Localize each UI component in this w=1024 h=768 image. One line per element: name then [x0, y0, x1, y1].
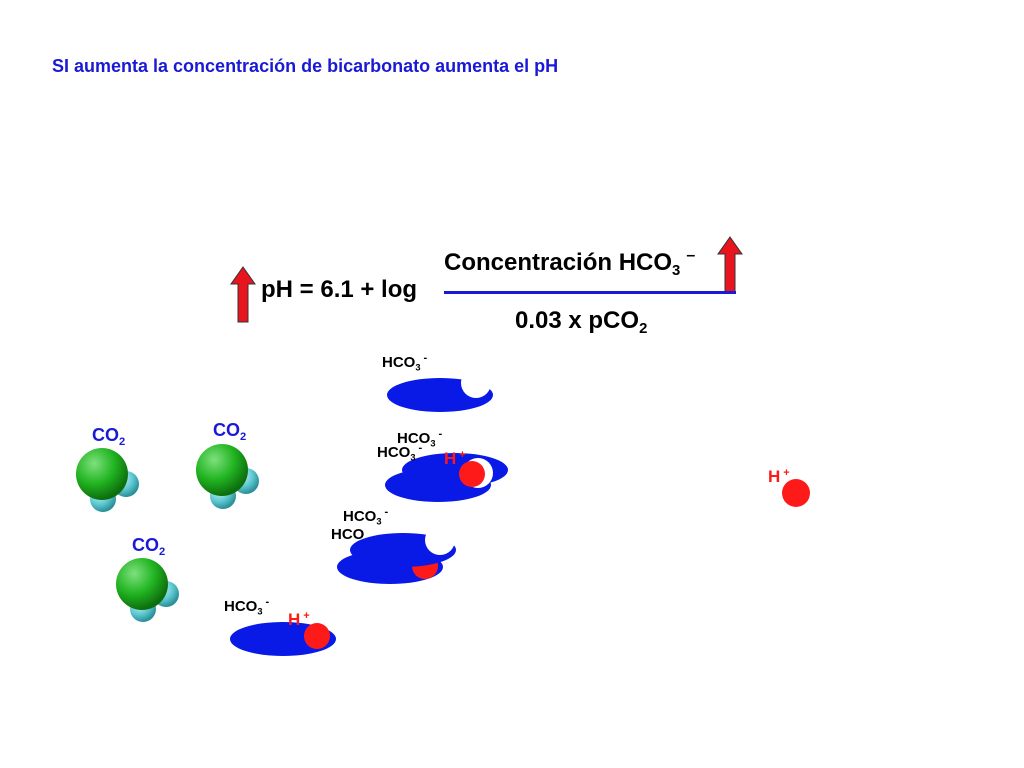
hco3-label-4: HCO3- — [343, 506, 389, 527]
equation-numerator: Concentración HCO3– — [444, 247, 696, 280]
h-plus-label-2: H+ — [288, 610, 310, 629]
equation-denominator: 0.03 x pCO2 — [515, 307, 648, 338]
h-plus-label-free: H+ — [768, 467, 790, 486]
proton-free — [782, 479, 810, 507]
fraction-line — [444, 291, 736, 294]
hco3-label-1: HCO3- — [382, 352, 428, 373]
bicarbonate-ion-1 — [387, 368, 493, 412]
bicarbonate-ion-6 — [230, 622, 336, 656]
co2-molecule-2 — [196, 444, 259, 509]
hco-partial-label: HCO — [331, 526, 365, 543]
co2-molecule-3 — [116, 558, 179, 622]
co2-molecule-1 — [76, 448, 139, 512]
h-plus-label-1: H+ — [444, 449, 466, 468]
ph-increase-arrow-icon — [230, 266, 256, 323]
hco3-label-3: HCO3- — [377, 442, 423, 463]
hco3-label-6: HCO3- — [224, 596, 270, 617]
bicarbonate-ion-5 — [350, 525, 456, 567]
co2-label-2: CO2 — [213, 420, 247, 443]
hco3-label-2: HCO3- — [397, 428, 443, 449]
slide-title: SI aumenta la concentración de bicarbona… — [52, 56, 559, 76]
co2-label-3: CO2 — [132, 535, 166, 558]
proton-1 — [459, 461, 485, 487]
co2-label-1: CO2 — [92, 425, 126, 448]
equation-lhs: pH = 6.1 + log — [261, 276, 418, 303]
